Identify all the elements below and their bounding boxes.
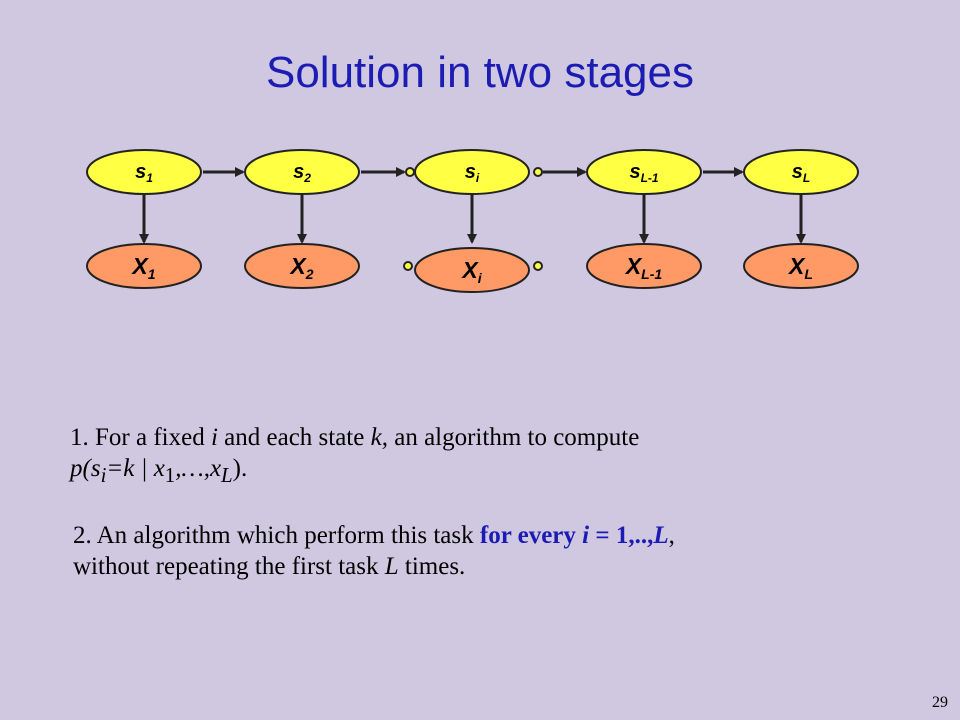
state-node bbox=[244, 149, 360, 195]
observation-label: XL-1 bbox=[624, 253, 663, 282]
task-one-text: 1. For a fixed i and each state k, an al… bbox=[70, 424, 640, 487]
observation-label: Xi bbox=[460, 257, 482, 286]
observation-label: X2 bbox=[288, 253, 313, 282]
observation-node bbox=[244, 243, 360, 289]
observation-node bbox=[86, 243, 202, 289]
observation-node bbox=[743, 243, 859, 289]
state-node bbox=[86, 149, 202, 195]
ellipsis-dot bbox=[533, 167, 543, 177]
state-label: sL-1 bbox=[629, 161, 658, 185]
ellipsis-dot bbox=[405, 167, 415, 177]
state-node bbox=[586, 149, 702, 195]
highlight-text: for every i = 1,..,L bbox=[479, 522, 669, 549]
observation-node bbox=[586, 243, 702, 289]
observation-label: XL bbox=[787, 253, 813, 282]
ellipsis-dot bbox=[533, 261, 543, 271]
state-label: si bbox=[465, 161, 480, 185]
slide-title: Solution in two stages bbox=[265, 48, 695, 97]
observation-label: X1 bbox=[130, 253, 155, 282]
state-label: sL bbox=[792, 161, 810, 185]
state-label: s1 bbox=[135, 161, 153, 185]
ellipsis-dot bbox=[403, 261, 413, 271]
observation-node bbox=[414, 247, 530, 293]
state-node bbox=[743, 149, 859, 195]
page-number: 29 bbox=[932, 694, 948, 711]
state-label: s2 bbox=[293, 161, 311, 185]
task-two-text: 2. An algorithm which perform this task … bbox=[73, 522, 675, 580]
state-node bbox=[414, 149, 530, 195]
